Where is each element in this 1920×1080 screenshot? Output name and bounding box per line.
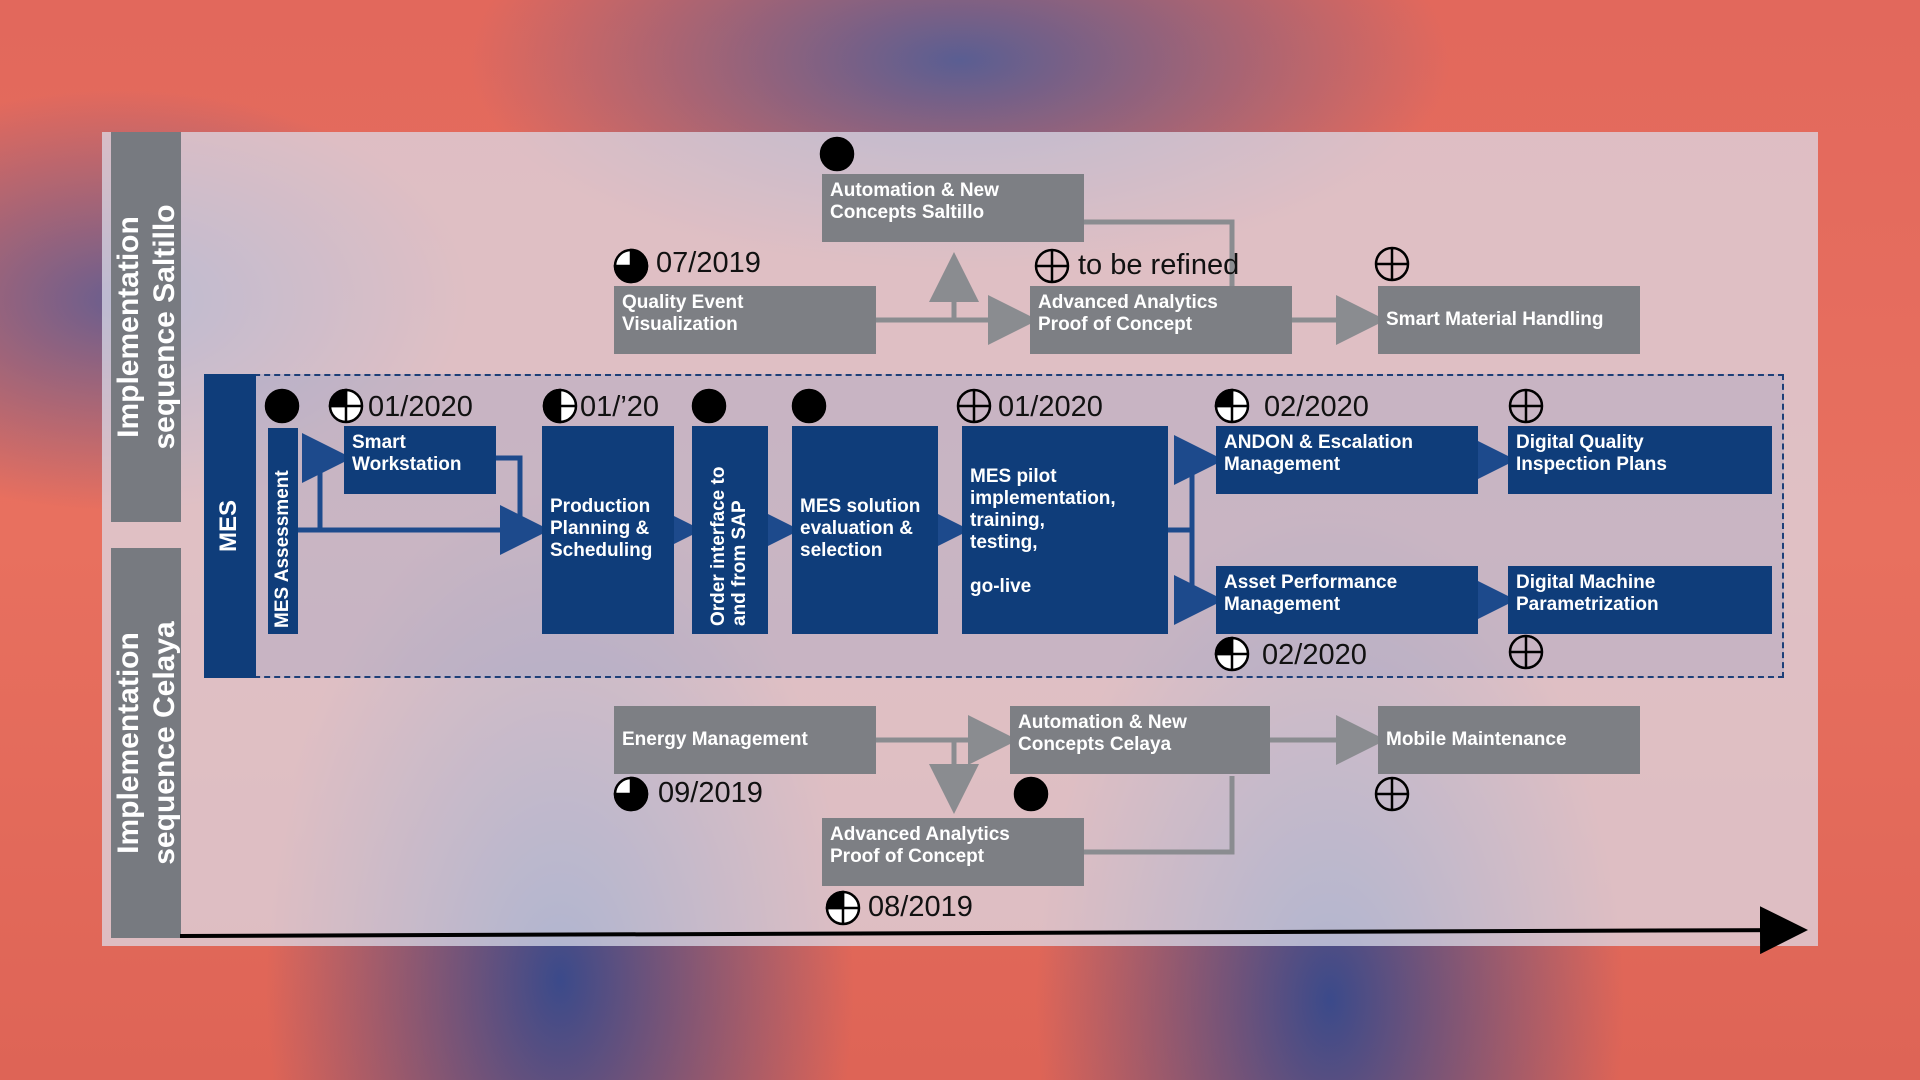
mes-assessment-box: MES Assessment: [268, 428, 298, 634]
harvey-ball-quarter-icon: [1214, 388, 1250, 424]
asset-performance-box: Asset Performance Management: [1216, 566, 1478, 634]
asset-performance-date: 02/2020: [1262, 639, 1367, 671]
timeline-arrow: [179, 906, 1808, 955]
mes-side-label: MES: [204, 374, 256, 678]
analytics-saltillo-date: to be refined: [1078, 249, 1240, 281]
energy-date: 09/2019: [658, 777, 763, 809]
harvey-ball-three-quarter-icon: [613, 776, 649, 812]
harvey-ball-quarter-icon: [1214, 636, 1250, 672]
digital-quality-box: Digital Quality Inspection Plans: [1508, 426, 1772, 494]
quality-event-box: Quality Event Visualization: [614, 286, 876, 354]
andon-box: ANDON & Escalation Management: [1216, 426, 1478, 494]
harvey-ball-empty-icon: [1034, 248, 1070, 284]
harvey-ball-quarter-icon: [328, 388, 364, 424]
saltillo-side-bar: Implementation sequence Saltillo: [111, 132, 181, 522]
automation-saltillo-box: Automation & New Concepts Saltillo: [822, 174, 1084, 242]
energy-management-box: Energy Management: [614, 706, 876, 774]
order-interface-box: Order interface to and from SAP: [692, 426, 768, 634]
harvey-ball-full-icon: [264, 388, 300, 424]
harvey-ball-full-icon: [691, 388, 727, 424]
mes-pilot-box: MES pilot implementation, training, test…: [962, 426, 1168, 634]
andon-date: 02/2020: [1264, 391, 1369, 423]
mes-pilot-date: 01/2020: [998, 391, 1103, 423]
harvey-ball-full-icon: [819, 136, 855, 172]
harvey-ball-full-icon: [1013, 776, 1049, 812]
celaya-side-bar: Implementation sequence Celaya: [111, 548, 181, 938]
smart-workstation-date: 01/2020: [368, 391, 473, 423]
harvey-ball-empty-icon: [1508, 388, 1544, 424]
digital-machine-box: Digital Machine Parametrization: [1508, 566, 1772, 634]
harvey-ball-empty-icon: [1374, 776, 1410, 812]
production-planning-date: 01/’20: [580, 391, 660, 423]
harvey-ball-full-icon: [791, 388, 827, 424]
quality-event-date: 07/2019: [656, 247, 761, 279]
smart-workstation-box: Smart Workstation: [344, 426, 496, 494]
harvey-ball-empty-icon: [956, 388, 992, 424]
harvey-ball-three-quarter-icon: [613, 248, 649, 284]
harvey-ball-half-icon: [542, 388, 578, 424]
mobile-maintenance-box: Mobile Maintenance: [1378, 706, 1640, 774]
production-planning-box: Production Planning & Scheduling: [542, 426, 674, 634]
analytics-saltillo-box: Advanced Analytics Proof of Concept: [1030, 286, 1292, 354]
analytics-celaya-date: 08/2019: [868, 891, 973, 923]
smart-material-box: Smart Material Handling: [1378, 286, 1640, 354]
mes-solution-box: MES solution evaluation & selection: [792, 426, 938, 634]
automation-celaya-box: Automation & New Concepts Celaya: [1010, 706, 1270, 774]
analytics-celaya-box: Advanced Analytics Proof of Concept: [822, 818, 1084, 886]
harvey-ball-empty-icon: [1374, 246, 1410, 282]
harvey-ball-quarter-icon: [825, 890, 861, 926]
harvey-ball-empty-icon: [1508, 634, 1544, 670]
